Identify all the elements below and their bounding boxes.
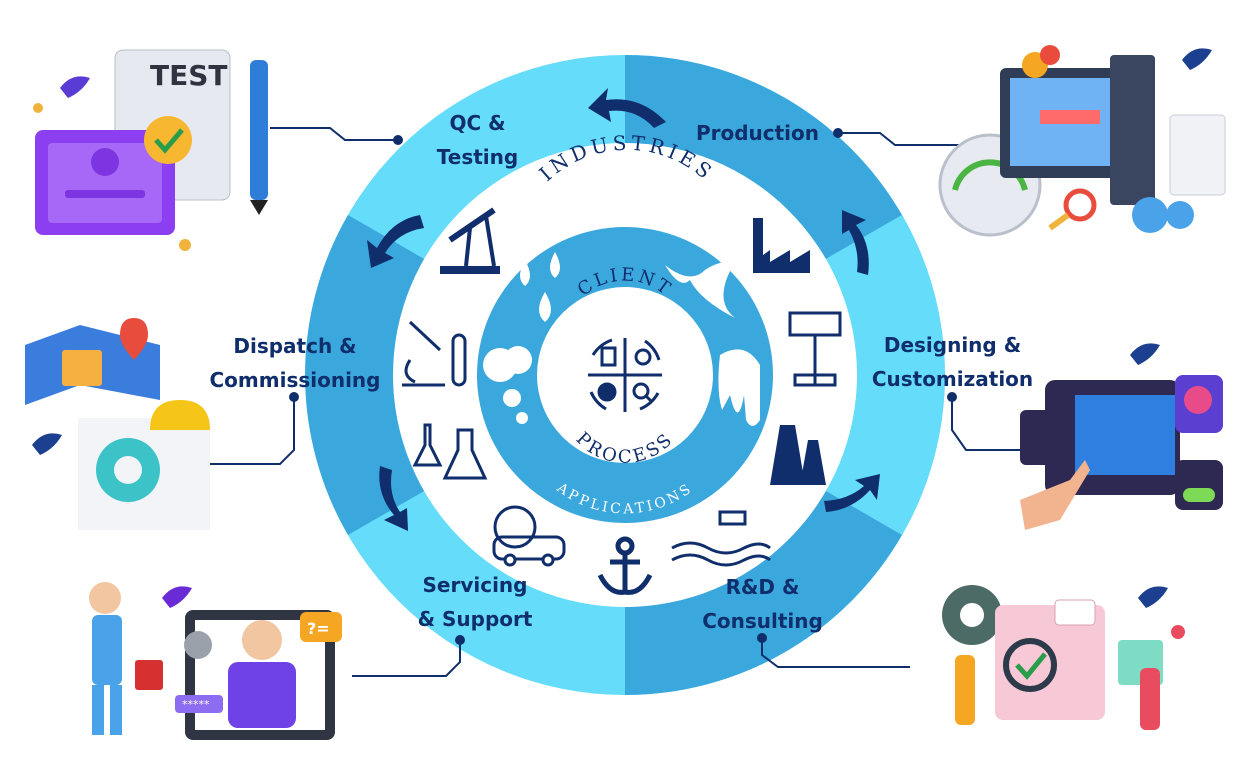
technician-avatar xyxy=(89,582,121,614)
pegasus-logo-icon xyxy=(1130,343,1160,365)
stage-label-qc-testing: QC & Testing xyxy=(436,111,519,169)
cloud-icon xyxy=(516,412,528,424)
rnd-illustration xyxy=(942,585,1185,730)
qc-testing-illustration: TEST xyxy=(33,49,268,251)
oil-pump-icon xyxy=(440,207,500,274)
industry-icons xyxy=(402,207,842,595)
pegasus-logo-icon xyxy=(162,586,192,608)
hard-hat-icon xyxy=(150,400,210,430)
flask-icon xyxy=(412,423,488,480)
cycle-arrows xyxy=(367,88,880,531)
svg-text:?=: ?= xyxy=(307,619,330,638)
melting-icon xyxy=(718,349,760,426)
anchor-icon xyxy=(597,536,653,595)
process-cycle-icon xyxy=(588,338,662,412)
arrow-icon xyxy=(588,88,666,128)
support-agent-avatar xyxy=(242,620,282,660)
gear-icon xyxy=(1166,201,1194,229)
automotive-gear-icon xyxy=(492,505,566,567)
stage-label-production: Production xyxy=(695,121,820,145)
arrow-icon xyxy=(367,215,424,268)
pipe-outflow-icon xyxy=(671,510,771,567)
stage-label-designing: Designing & Customization xyxy=(871,333,1034,391)
servicing-illustration: ?= ***** xyxy=(89,582,342,740)
arrow-icon xyxy=(824,474,880,512)
magnifier-icon xyxy=(1003,638,1057,692)
brand-logos xyxy=(32,48,1212,608)
gear-icon xyxy=(184,631,212,659)
application-icons xyxy=(483,252,760,426)
water-drop-icon xyxy=(550,252,560,278)
pegasus-logo-icon xyxy=(32,433,62,455)
hand-pointer-icon xyxy=(1020,460,1090,530)
map-pin-icon xyxy=(120,318,148,360)
rating-stars: ***** xyxy=(182,698,210,711)
pegasus-logo-icon xyxy=(1138,586,1168,608)
test-document-label: TEST xyxy=(150,59,228,92)
cloud-icon xyxy=(504,346,532,374)
power-plant-icon xyxy=(770,425,826,485)
arrow-icon xyxy=(842,210,869,275)
approval-badge-icon xyxy=(144,116,192,164)
steam-icon xyxy=(665,261,735,318)
pegasus-logo-icon xyxy=(1182,48,1212,70)
cloud-icon xyxy=(503,389,521,407)
gear-icon xyxy=(1040,45,1060,65)
stage-label-dispatch: Dispatch & Commissioning xyxy=(209,334,381,392)
stage-label-rnd: R&D & Consulting xyxy=(702,575,823,633)
water-drop-icon xyxy=(520,260,530,286)
water-drop-icon xyxy=(539,292,551,322)
dispatch-illustration xyxy=(25,318,210,530)
connector-lines xyxy=(205,127,1030,677)
factory-icon xyxy=(753,218,810,273)
arrow-icon xyxy=(379,466,408,531)
pegasus-logo-icon xyxy=(60,76,90,98)
microscope-icon xyxy=(402,320,467,387)
gear-icon xyxy=(1132,197,1168,233)
drill-press-icon xyxy=(788,311,842,387)
production-illustration xyxy=(938,45,1226,237)
stage-label-servicing: Servicing & Support xyxy=(417,573,533,631)
magnifier-icon xyxy=(1063,188,1097,222)
designing-illustration xyxy=(1020,375,1223,530)
